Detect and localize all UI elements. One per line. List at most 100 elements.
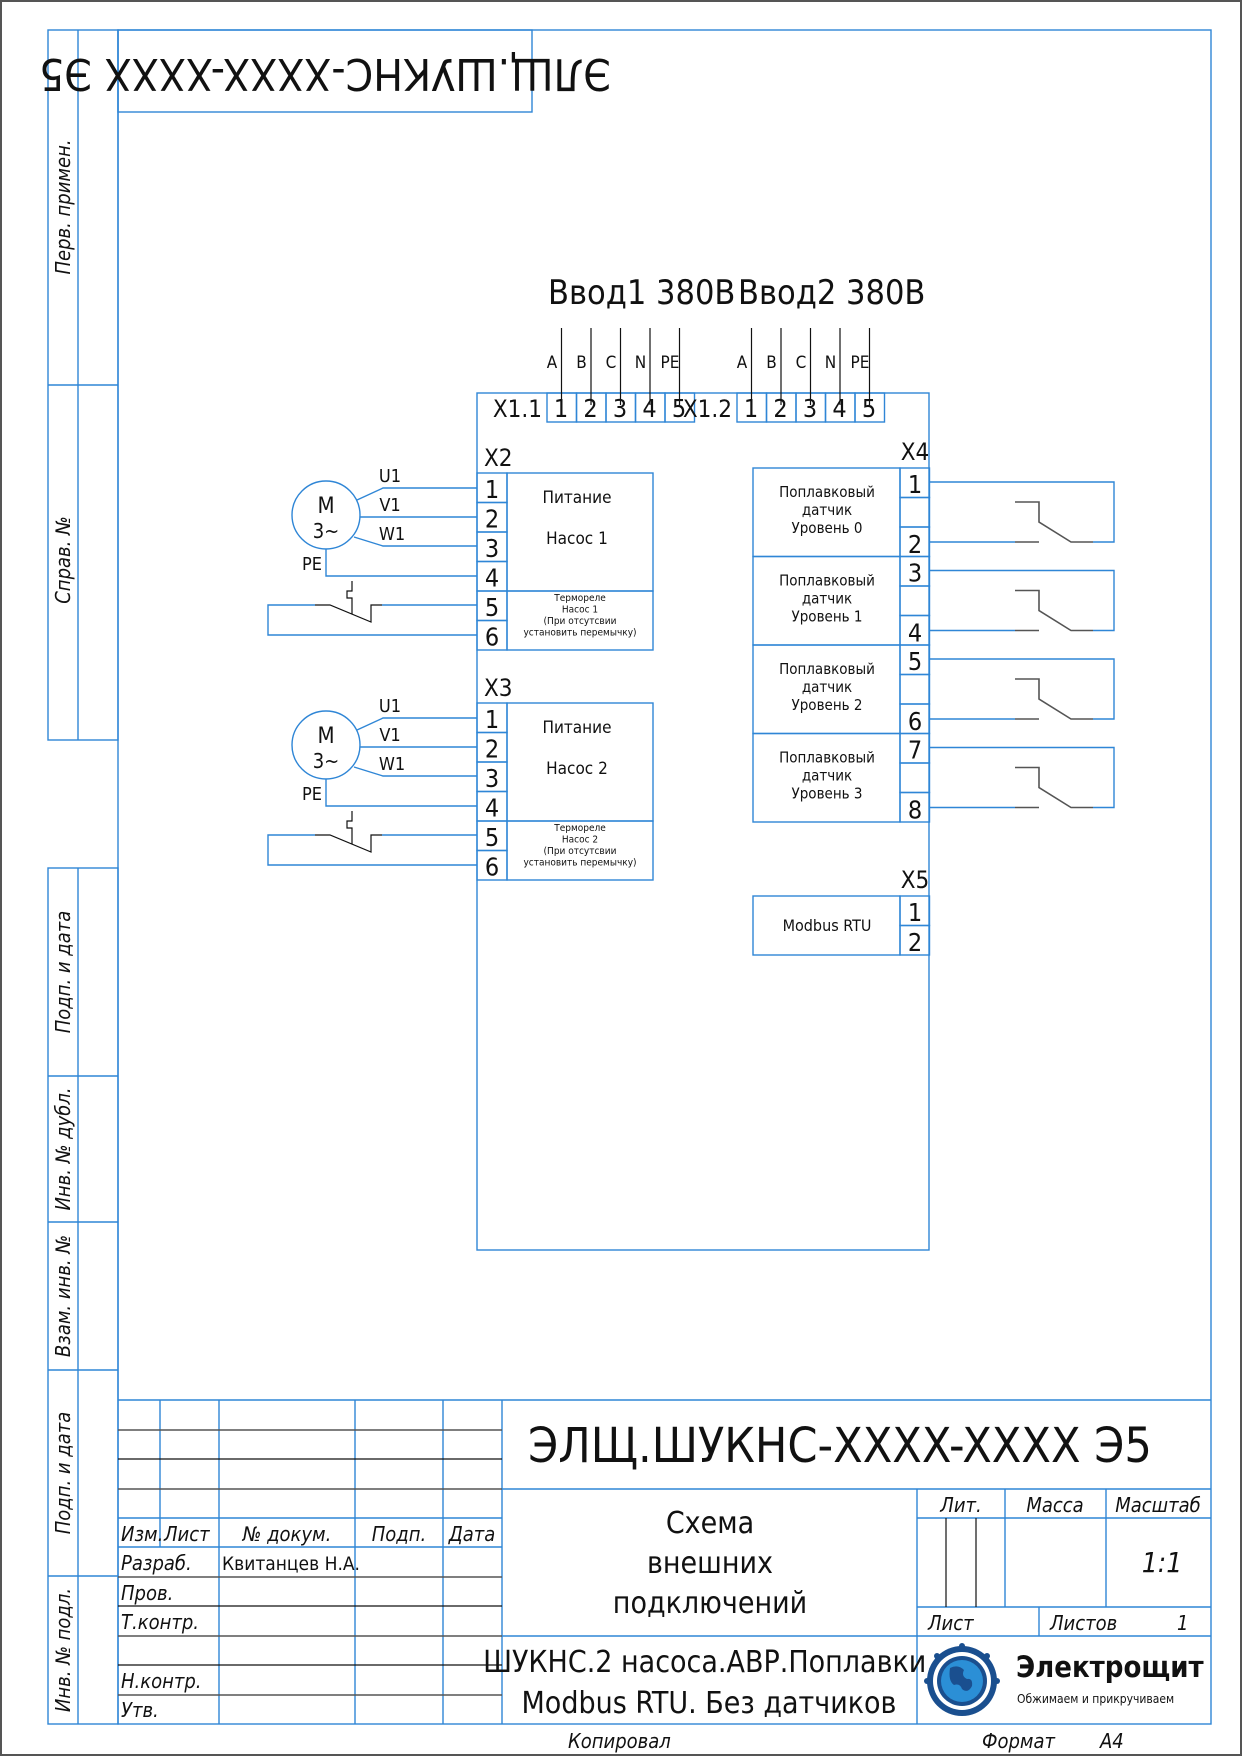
input-pin-number: 5	[862, 394, 876, 423]
float-pin-number: 3	[908, 559, 922, 588]
format-label: Формат	[982, 1729, 1056, 1753]
side-stamp: Перв. примен. Справ. № Подп. и дата Инв.…	[47, 29, 119, 1725]
thermo-relay-box	[506, 820, 654, 881]
mirrored-code: ЭЛЩ.ШУКНС-XXXX-XXXX Э5	[39, 48, 611, 99]
product-line-2: Modbus RTU. Без датчиков	[522, 1686, 897, 1721]
float-pin-number: 8	[908, 796, 922, 825]
stamp-header-date: Дата	[448, 1522, 496, 1546]
float-switch-icon	[1015, 766, 1093, 809]
pump-pin-number: 3	[485, 534, 499, 563]
pump-pin-number: 3	[485, 764, 499, 793]
input-pin-number: 1	[554, 394, 568, 423]
phase-label: A	[737, 353, 748, 373]
title-line-2: внешних	[647, 1546, 773, 1581]
float-pin-number: 1	[908, 470, 922, 499]
float-pin-number: 2	[908, 530, 922, 559]
stamp-header-sign: Подп.	[372, 1522, 426, 1546]
side-label: Инв. № подл.	[51, 1588, 75, 1712]
float-pin-number: 6	[908, 707, 922, 736]
sheets-value: 1	[1177, 1611, 1188, 1635]
wire-label-pe: PE	[302, 554, 322, 575]
float-pin-number: 7	[908, 736, 922, 765]
title-line-1: Схема	[666, 1506, 754, 1541]
terminal-x2-label: X2	[484, 444, 513, 472]
product-line-1: ШУКНС.2 насоса.АВР.Поплавки.	[483, 1645, 935, 1680]
motor-label: 3~	[313, 519, 340, 543]
float-switch-icon	[1015, 501, 1093, 543]
thermo-label: установить перемычку)	[523, 628, 636, 639]
pump-pin-number: 1	[485, 475, 499, 504]
modbus-pin-cell	[899, 924, 931, 956]
copied-label: Копировал	[568, 1729, 671, 1753]
wire-u1	[356, 717, 477, 731]
side-label: Взам. инв. №	[51, 1235, 75, 1357]
float-label: Поплавковый	[779, 572, 875, 590]
float-label: датчик	[802, 501, 852, 519]
title-line-3: подключений	[613, 1586, 807, 1621]
thermo-label: Термореле	[553, 593, 606, 604]
phase-label: PE	[661, 353, 680, 373]
float-wire	[929, 746, 1115, 809]
thermo-contact-icon	[315, 604, 382, 623]
thermo-contact-icon	[315, 834, 382, 853]
float-label: Уровень 2	[792, 696, 863, 714]
float-pin-cell	[899, 673, 931, 705]
side-label: Подп. и дата	[51, 911, 75, 1034]
float-wire	[929, 481, 1115, 543]
phase-label: A	[547, 353, 558, 373]
side-label: Справ. №	[51, 516, 75, 604]
mass-label: Масса	[1026, 1493, 1083, 1517]
float-label: Поплавковый	[779, 483, 875, 501]
phase-label: C	[796, 353, 807, 373]
role-tech-control: Т.контр.	[121, 1610, 199, 1634]
thermo-label: Термореле	[553, 823, 606, 834]
float-pin-cell	[899, 585, 931, 617]
title-block: Изм. Лист № докум. Подп. Дата Разраб. Кв…	[118, 1399, 1211, 1753]
wire-label-w1: W1	[379, 754, 405, 775]
lit-label: Лит.	[939, 1493, 981, 1517]
float-label: Поплавковый	[779, 660, 875, 678]
scale-label: Масштаб	[1115, 1493, 1201, 1517]
pump-pin-number: 2	[485, 505, 499, 534]
pump-pin-number: 1	[485, 705, 499, 734]
float-wire	[929, 658, 1115, 720]
phase-label: N	[825, 353, 836, 373]
wire-thermo	[267, 834, 477, 866]
developer-name: Квитанцев Н.А.	[222, 1553, 360, 1575]
input-pin-number: 3	[613, 394, 627, 423]
thermo-contact-icon	[346, 811, 353, 844]
input-pin-number: 2	[773, 394, 787, 423]
terminal-x4-label: X4	[901, 438, 930, 466]
side-label: Подп. и дата	[51, 1412, 75, 1535]
phase-label: PE	[851, 353, 870, 373]
phase-label: C	[606, 353, 617, 373]
role-developer: Разраб.	[121, 1551, 192, 1575]
thermo-label: Насос 1	[562, 605, 598, 616]
side-label: Инв. № дубл.	[51, 1087, 75, 1210]
thermo-label: установить перемычку)	[523, 858, 636, 869]
power-label: Насос 1	[546, 529, 608, 549]
power-label: Насос 2	[546, 759, 608, 779]
float-pin-number: 5	[908, 647, 922, 676]
float-label: Уровень 3	[792, 785, 863, 803]
role-approved: Утв.	[121, 1698, 159, 1722]
wire-thermo	[267, 604, 477, 636]
wire-label-w1: W1	[379, 524, 405, 545]
modbus-label: Modbus RTU	[783, 916, 872, 935]
globe-icon	[924, 1643, 1000, 1716]
float-pin-cell	[899, 762, 931, 794]
input-pin-number: 3	[803, 394, 817, 423]
phase-label: N	[635, 353, 646, 373]
terminal-2-label: X1.2	[683, 395, 732, 423]
pump-pin-number: 6	[485, 623, 499, 652]
side-label: Перв. примен.	[51, 139, 75, 274]
thermo-label: (При отсутсвии	[544, 846, 617, 857]
input-pin-number: 4	[832, 394, 846, 423]
stamp-header-doc: № докум.	[242, 1522, 332, 1546]
thermo-relay-box	[506, 590, 654, 651]
format-value: А4	[1099, 1729, 1124, 1753]
wire-pe	[325, 549, 477, 577]
motor-label: M	[317, 494, 334, 519]
